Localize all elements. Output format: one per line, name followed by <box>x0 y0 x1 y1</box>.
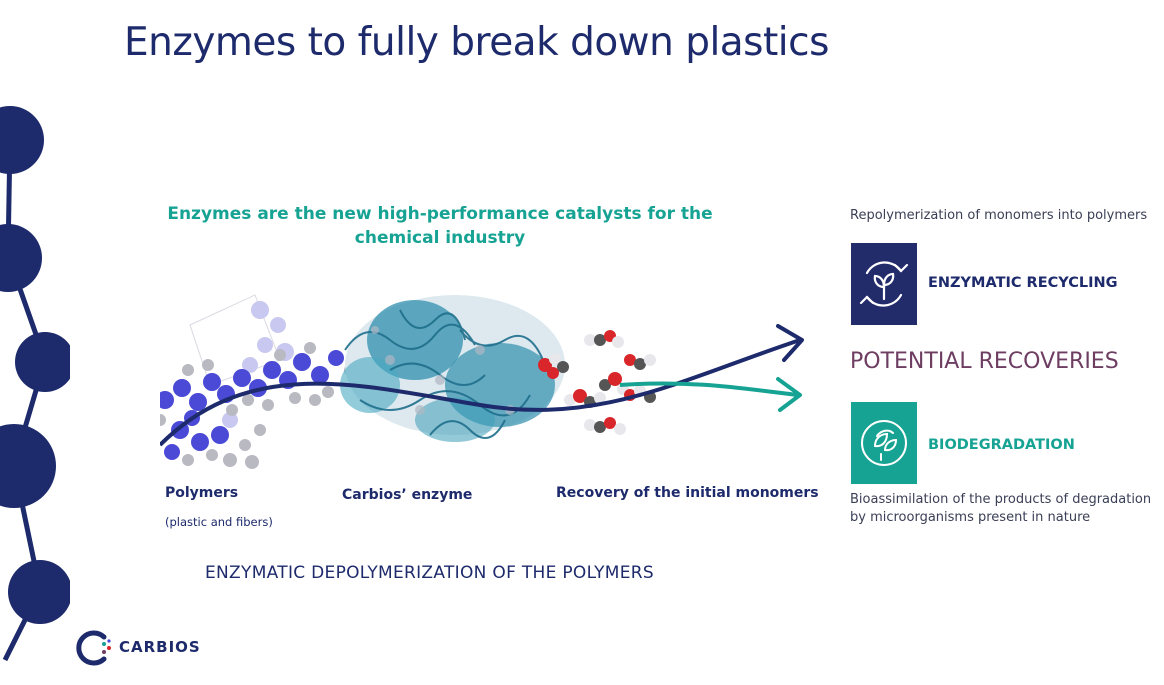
biodegradation-icon-box <box>851 402 917 484</box>
recycling-arrow <box>160 338 801 447</box>
recycling-label: ENZYMATIC RECYCLING <box>928 275 1118 291</box>
leaf-cycle-icon <box>861 420 907 466</box>
chain-circle <box>15 332 70 392</box>
stage-label-enzyme: Carbios’ enzyme <box>342 487 473 503</box>
biodegradation-description: Bioassimilation of the products of degra… <box>850 492 1152 525</box>
biodegradation-arrow <box>619 381 799 397</box>
monomer-molecules <box>538 330 656 435</box>
chain-circle <box>0 424 56 508</box>
stage-sublabel-polymers: (plastic and fibers) <box>165 515 273 529</box>
arrow-head-icon <box>776 377 802 412</box>
stage-label-polymers: Polymers <box>165 485 239 501</box>
tagline: Enzymes are the new high-performance cat… <box>167 204 713 248</box>
decorative-chain <box>0 106 70 662</box>
polymer-molecule <box>160 294 356 469</box>
arrow-head-icon <box>776 324 804 362</box>
chain-circle <box>0 106 44 174</box>
chain-circle <box>0 224 42 292</box>
recycling-description: Repolymerization of monomers into polyme… <box>850 208 1148 223</box>
process-caption: ENZYMATIC DEPOLYMERIZATION OF THE POLYME… <box>205 563 655 583</box>
carbios-logo-icon <box>76 630 111 666</box>
depolymerization-illustration <box>160 294 804 469</box>
biodegradation-label: BIODEGRADATION <box>928 437 1075 453</box>
carbios-logo-text: CARBIOS <box>119 638 201 656</box>
potential-recoveries-heading: POTENTIAL RECOVERIES <box>850 349 1119 374</box>
slide-title: Enzymes to fully break down plastics <box>124 20 829 65</box>
enzyme-structure <box>340 295 565 442</box>
stage-label-monomers: Recovery of the initial monomers <box>556 485 819 501</box>
chain-circle <box>8 560 70 624</box>
recycling-icon-box <box>851 243 917 325</box>
recycle-leaf-icon <box>859 261 909 307</box>
